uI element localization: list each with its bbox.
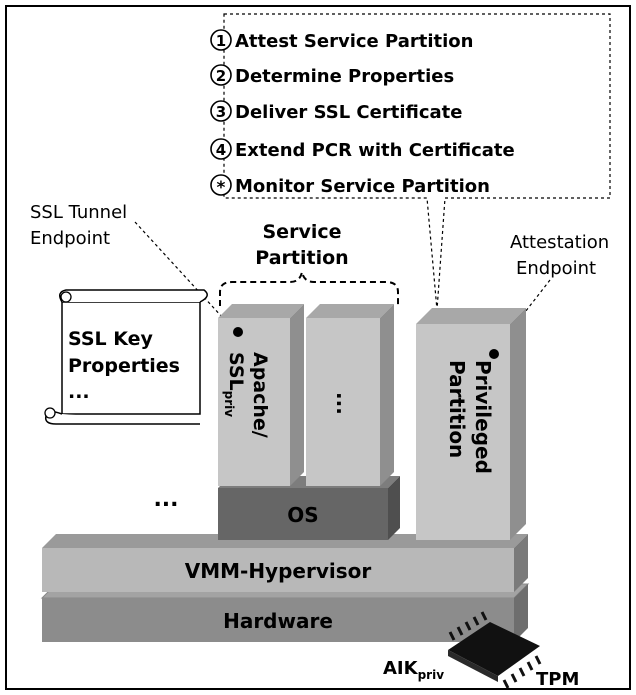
os-front (218, 488, 388, 540)
privileged-front (416, 324, 510, 540)
hardware-label: Hardware (223, 609, 333, 633)
privileged-partition: Privileged Partition (416, 308, 526, 540)
ssl-tunnel-leader-line (134, 221, 235, 331)
step-1: 1 Attest Service Partition (210, 29, 474, 52)
step-marker: * (217, 178, 226, 198)
step-3: 3 Deliver SSL Certificate (210, 100, 462, 123)
steps-callout-border (223, 13, 611, 311)
apache-ssl-partition: Apache/ SSLpriv (218, 304, 304, 486)
step-text: Extend PCR with Certificate (235, 140, 515, 161)
step-text: Attest Service Partition (235, 31, 474, 52)
more-partitions-ellipsis: ... (153, 487, 178, 512)
partition2-ellipsis-wrap: ... (332, 392, 356, 415)
aik-priv-label: AIKpriv (383, 658, 444, 682)
os-label: OS (287, 503, 318, 527)
diagram-frame (5, 5, 631, 690)
ssl-tunnel-label: SSL Tunnel (30, 202, 127, 223)
attestation-endpoint-dot (489, 349, 499, 359)
ssl-tunnel-label-2: Endpoint (30, 228, 110, 249)
step-marker-circle (210, 174, 232, 196)
vmm-hypervisor-layer: VMM-Hypervisor (42, 534, 528, 592)
step-marker-circle (210, 138, 232, 160)
apache-label-ssl: SSL (225, 352, 247, 391)
attestation-endpoint-label-2: Endpoint (516, 258, 596, 279)
step-text: Deliver SSL Certificate (235, 102, 462, 123)
partition2-front (306, 318, 380, 486)
hardware-front (42, 598, 514, 642)
apache-label-priv: priv (222, 391, 236, 418)
vmm-top (42, 534, 528, 548)
privileged-top (416, 308, 526, 324)
scroll-text-line2: Properties (68, 355, 180, 377)
apache-label-line1: Apache/ (249, 352, 271, 438)
aik-label-main: AIK (383, 658, 419, 679)
vmm-label: VMM-Hypervisor (185, 559, 372, 583)
apache-partition-side (290, 304, 304, 486)
step-2: 2 Determine Properties (210, 64, 454, 87)
service-partition-label: Service (263, 221, 342, 243)
aik-label-sub: priv (418, 668, 445, 682)
tpm-chip: AIKpriv TPM (383, 611, 579, 690)
tpm-chip-edge (448, 650, 498, 682)
step-marker: 4 (216, 141, 226, 159)
privileged-side (510, 308, 526, 540)
apache-partition-label: Apache/ SSLpriv (222, 352, 271, 438)
hardware-side (514, 584, 528, 642)
step-text: Determine Properties (235, 66, 454, 87)
hardware-layer: Hardware (40, 583, 530, 642)
apache-partition-top (218, 304, 304, 318)
steps-callout: 1 Attest Service Partition 2 Determine P… (210, 13, 611, 311)
tpm-chip-pins (448, 611, 542, 689)
step-marker: 1 (216, 32, 226, 50)
vmm-side (514, 534, 528, 592)
step-marker-circle (210, 64, 232, 86)
attestation-endpoint-label: Attestation (510, 232, 609, 253)
privileged-label-line2: Partition (445, 360, 469, 458)
partition2-ellipsis: ... (332, 392, 356, 415)
step-4: 4 Extend PCR with Certificate (210, 138, 515, 161)
tpm-chip-body (448, 622, 540, 676)
partition2-top (306, 304, 394, 318)
service-partition-brace (219, 271, 399, 306)
scroll-text-line3: ... (68, 381, 90, 403)
scroll-bottom-roll (44, 407, 56, 419)
os-side (388, 476, 400, 540)
scroll-text-line1: SSL Key (68, 328, 154, 350)
step-marker: 2 (216, 67, 226, 85)
apache-label-line2: SSLpriv (222, 352, 247, 417)
service-partition-2: ... (306, 304, 394, 486)
scroll-top-roll (60, 291, 72, 303)
step-marker: 3 (216, 103, 226, 121)
step-marker-circle (210, 100, 232, 122)
ssl-key-scroll: SSL Key Properties ... (44, 289, 208, 425)
step-monitor: * Monitor Service Partition (210, 174, 490, 198)
privileged-label-line1: Privileged (471, 360, 495, 474)
tpm-label: TPM (536, 669, 579, 690)
step-text: Monitor Service Partition (235, 176, 490, 197)
partition2-side (380, 304, 394, 486)
apache-partition-front (218, 318, 290, 486)
vmm-front (42, 548, 514, 592)
privileged-label: Privileged Partition (445, 360, 495, 474)
scroll-top-curl (59, 289, 208, 303)
step-marker-circle (210, 29, 232, 51)
ssl-tunnel-endpoint-dot (233, 327, 243, 337)
service-partition-label-2: Partition (255, 247, 348, 269)
